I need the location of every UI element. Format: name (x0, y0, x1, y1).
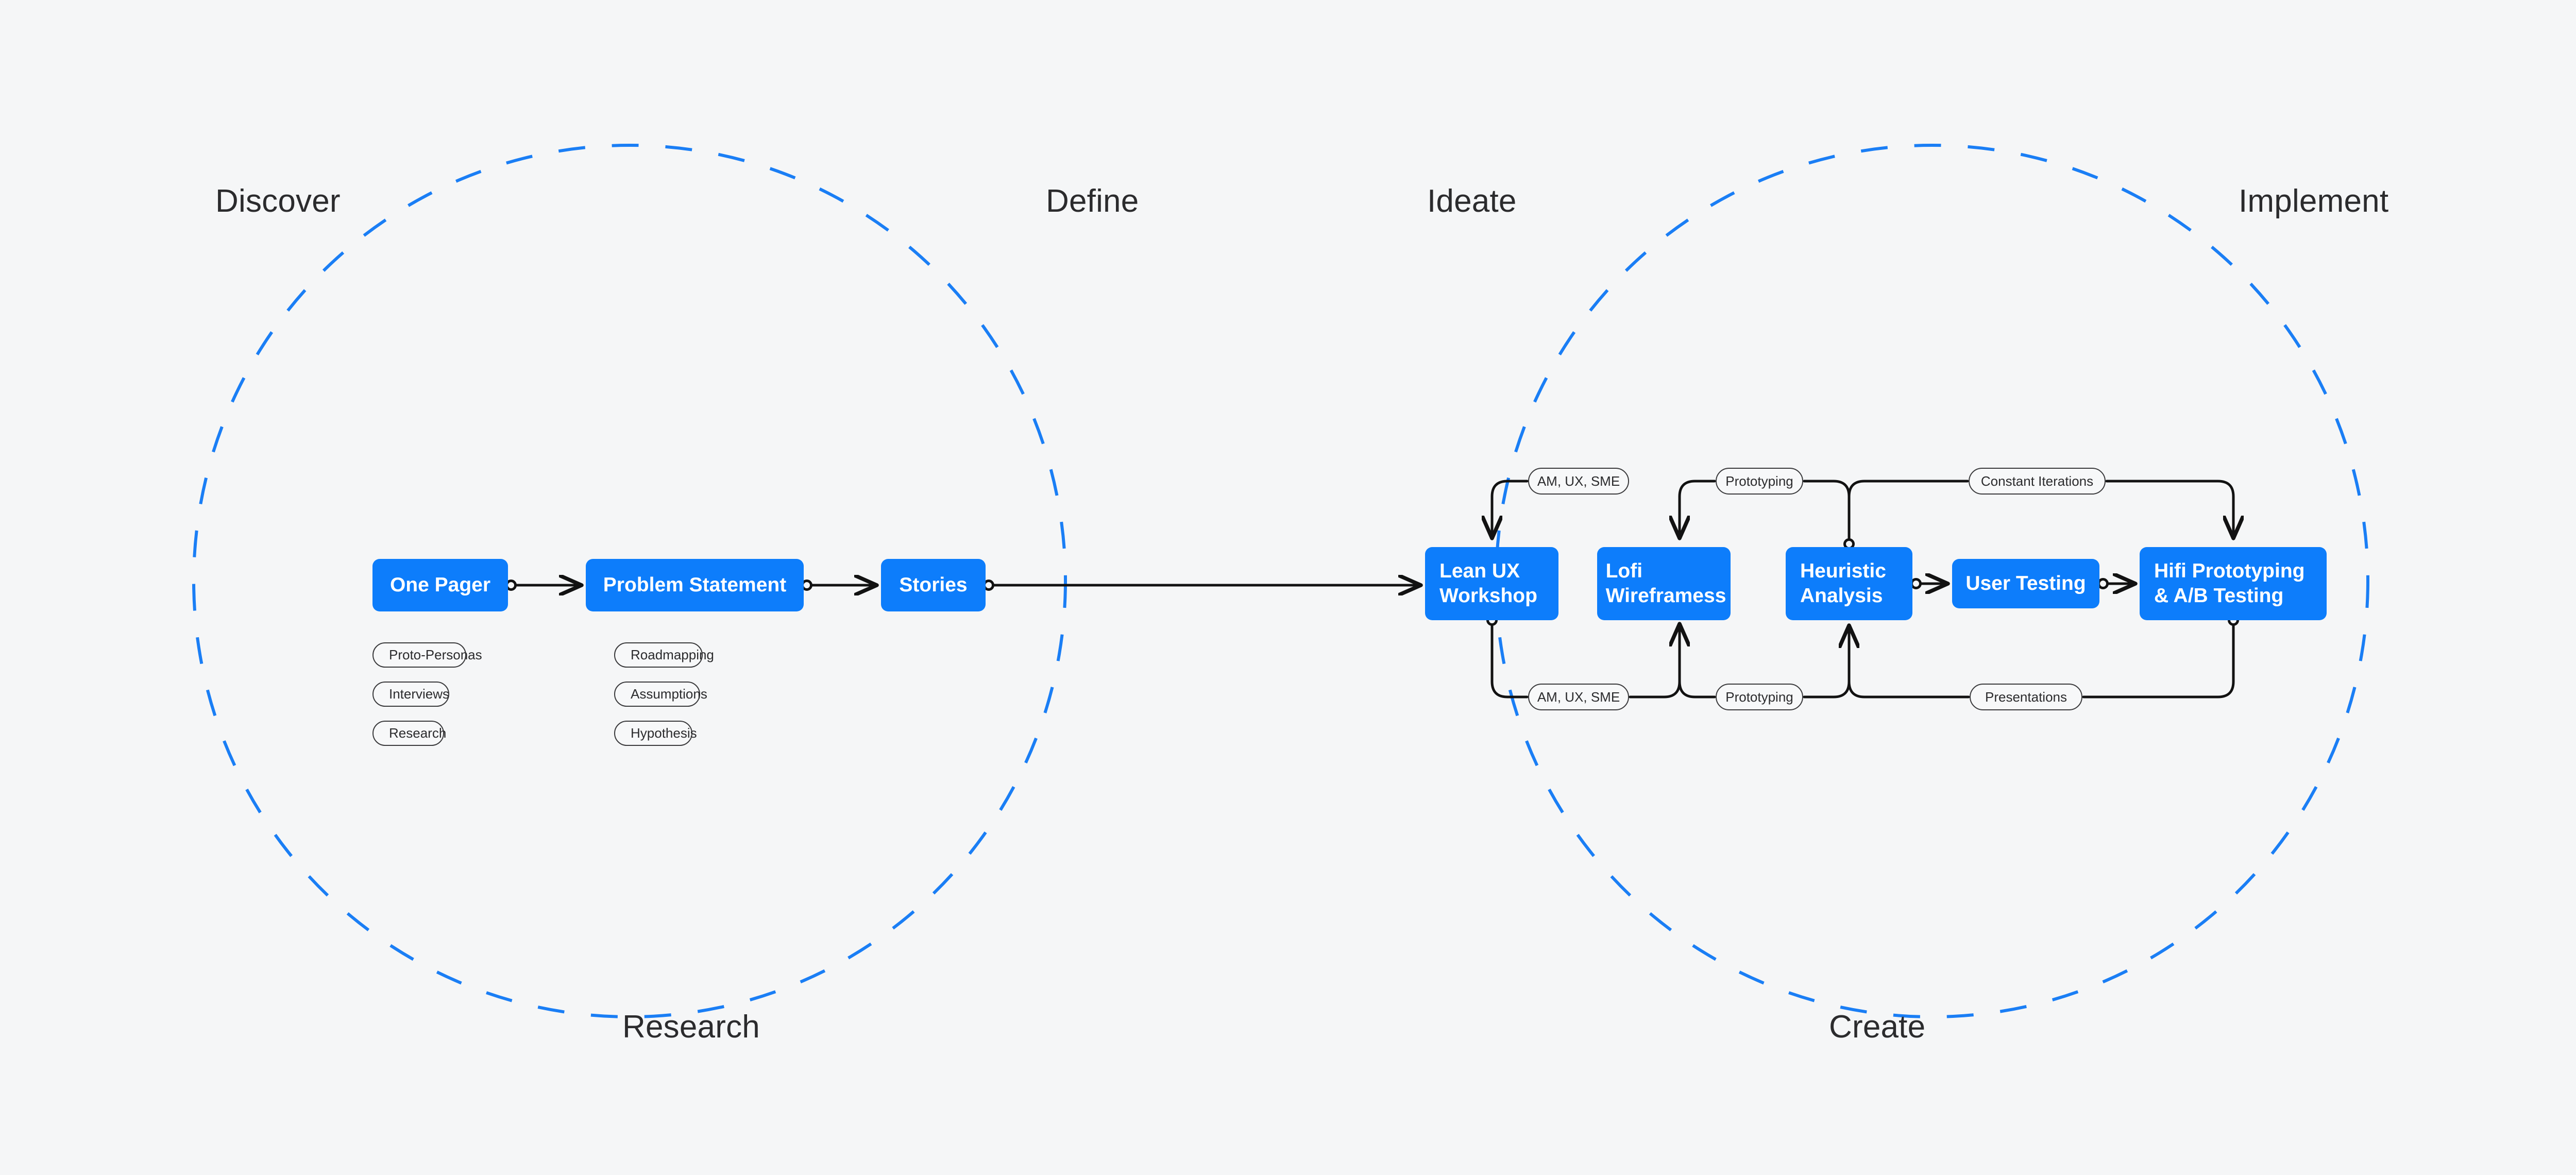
node-label: Hifi Prototyping & A/B Testing (2154, 560, 2305, 607)
node-problem-statement[interactable]: Problem Statement (586, 559, 804, 611)
node-label: Lofi Wireframess (1605, 560, 1726, 607)
edge-am-ux-sme-into-lean-ux (1492, 480, 1529, 538)
node-label: Stories (899, 574, 968, 597)
connector-pill-prototyping-bottom[interactable]: Prototyping (1716, 684, 1803, 710)
edge-one-pager-to-problem (505, 581, 582, 590)
phase-label-define: Define (1046, 183, 1139, 219)
tag-label: Research (389, 725, 447, 741)
tag-interviews[interactable]: Interviews (372, 682, 449, 707)
create-circle (1495, 144, 2369, 1018)
edge-lean-ux-to-am-ux-sme (1486, 615, 1529, 699)
tag-hypothesis[interactable]: Hypothesis (614, 721, 697, 746)
edge-heuristic-to-user-testing (1910, 580, 1948, 588)
node-label: One Pager (389, 574, 491, 597)
node-one-pager[interactable]: One Pager (372, 559, 508, 611)
connector-pill-am-ux-sme-top[interactable]: AM, UX, SME (1528, 468, 1629, 495)
tag-label: Roadmapping (631, 647, 714, 662)
tag-assumptions[interactable]: Assumptions (614, 682, 707, 707)
tag-label: Interviews (389, 686, 450, 702)
phase-label-create: Create (1829, 1009, 1926, 1045)
edge-prototyping-into-lofi (1680, 480, 1716, 538)
edge-constant-iterations-to-hifi (2105, 480, 2233, 538)
phase-label-ideate: Ideate (1427, 183, 1517, 219)
connector-pill-constant-iterations[interactable]: Constant Iterations (1969, 468, 2106, 495)
tag-label: Proto-Personas (389, 647, 482, 662)
edge-am-ux-sme-bottom-to-junction (1629, 680, 1681, 699)
connector-pill-label: Constant Iterations (1980, 473, 2094, 489)
edge-lofi-to-prototyping (1680, 624, 1716, 699)
edge-problem-to-stories (801, 581, 877, 590)
node-heuristic-analysis[interactable]: Heuristic Analysis (1786, 547, 1912, 620)
phase-label-implement: Implement (2239, 183, 2389, 219)
connector-pill-label: Presentations (1985, 689, 2067, 705)
node-lean-ux-workshop[interactable]: Lean UX Workshop (1425, 547, 1558, 620)
research-circle (192, 144, 1067, 1018)
phase-label-discover: Discover (215, 183, 341, 219)
tag-label: Hypothesis (631, 725, 697, 741)
edge-prototyping-bottom-to-junction (1803, 680, 1851, 699)
connector-pill-label: AM, UX, SME (1537, 473, 1620, 489)
edge-heuristic-feedback-up (1843, 480, 1969, 550)
node-user-testing[interactable]: User Testing (1952, 559, 2099, 608)
connector-pill-label: Prototyping (1725, 689, 1793, 705)
connector-pill-label: Prototyping (1725, 473, 1793, 489)
node-stories[interactable]: Stories (881, 559, 986, 611)
node-label: User Testing (1965, 572, 2086, 595)
connector-pill-prototyping-top[interactable]: Prototyping (1716, 468, 1803, 495)
tag-proto-personas[interactable]: Proto-Personas (372, 642, 482, 668)
tag-roadmapping[interactable]: Roadmapping (614, 642, 714, 668)
tag-label: Assumptions (631, 686, 707, 702)
node-label: Heuristic Analysis (1800, 560, 1886, 607)
edge-user-testing-to-hifi (2097, 580, 2136, 588)
edge-hifi-to-presentations (2082, 615, 2239, 699)
edge-prototyping-top-to-junction (1803, 480, 1851, 498)
node-label: Lean UX Workshop (1439, 560, 1537, 607)
node-label: Problem Statement (603, 574, 787, 597)
edge-presentations-to-heuristic (1849, 626, 1970, 699)
tag-research[interactable]: Research (372, 721, 447, 746)
connector-pill-label: AM, UX, SME (1537, 689, 1620, 705)
node-hifi-prototyping[interactable]: Hifi Prototyping & A/B Testing (2140, 547, 2327, 620)
node-lofi-wireframes[interactable]: Lofi Wireframess (1597, 547, 1731, 620)
phase-label-research: Research (622, 1009, 760, 1045)
edge-stories-to-lean-ux (983, 581, 1421, 590)
connector-pill-am-ux-sme-bottom[interactable]: AM, UX, SME (1528, 684, 1629, 710)
connector-pill-presentations[interactable]: Presentations (1970, 684, 2082, 710)
